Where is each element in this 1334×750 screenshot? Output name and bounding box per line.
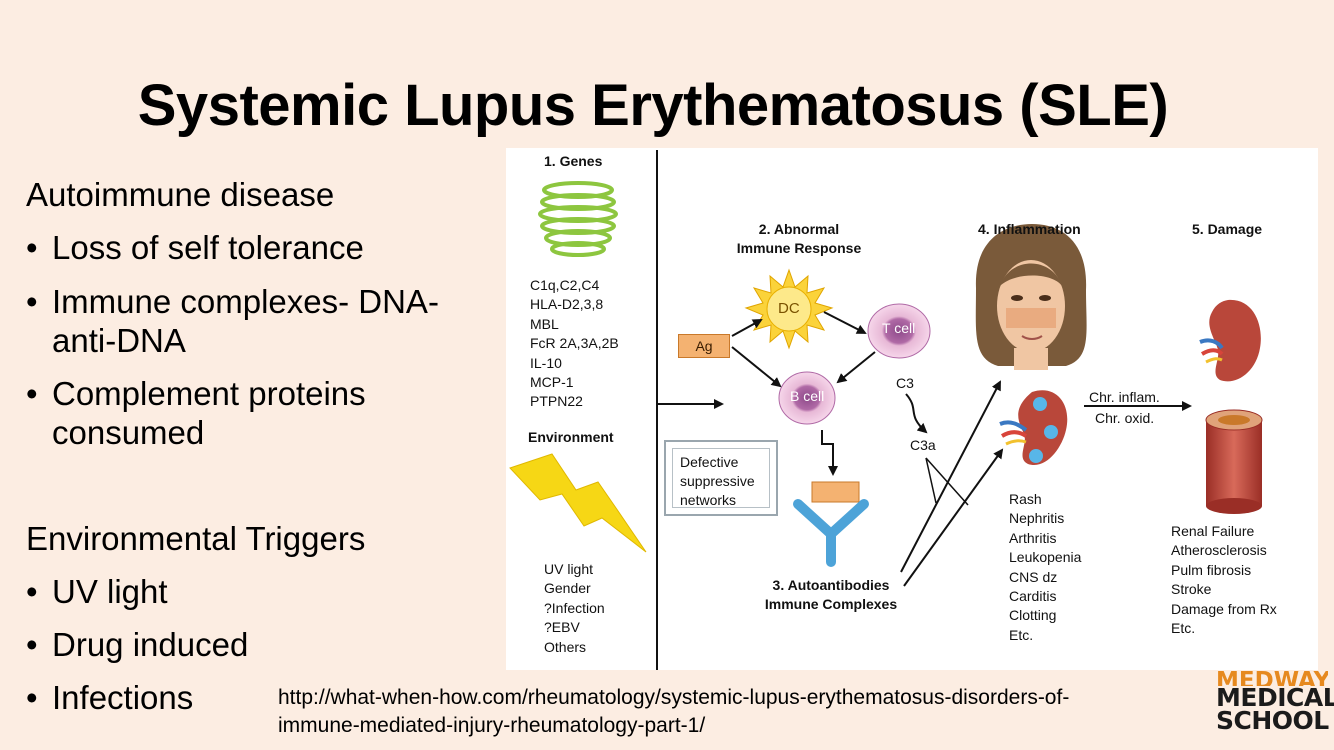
bullet-infections: •Infections (26, 679, 194, 716)
bullet-uv-light: •UV light (26, 573, 168, 610)
bullet-drug-induced: •Drug induced (26, 626, 249, 663)
inflammation-header: 4. Inflammation (978, 221, 1081, 237)
dc-label: DC (778, 300, 800, 317)
arrow-ag-to-dc (731, 319, 763, 337)
b-cell-label: B cell (790, 388, 825, 404)
damage-list: Renal Failure Atherosclerosis Pulm fibro… (1171, 523, 1277, 637)
b-cell-icon (778, 371, 836, 425)
t-cell-label: T cell (882, 320, 916, 336)
arrow-ag-to-bcell (731, 346, 782, 388)
environment-header: Environment (528, 429, 614, 445)
autoantibodies-label: 3. Autoantibodies Immune Complexes (764, 577, 898, 613)
diagram-graphics (509, 150, 1263, 670)
environmental-heading: Environmental Triggers (26, 520, 366, 557)
antibody-icon (793, 499, 869, 567)
immune-response-header: 2. Abnormal Immune Response (736, 221, 862, 257)
arrow-bcell-to-antibody (821, 430, 838, 476)
arrow-antibody-to-face (900, 380, 1001, 573)
lightning-icon (509, 453, 647, 553)
c3-label: C3 (896, 375, 914, 391)
genes-header: 1. Genes (544, 153, 603, 169)
chronic-inflam-label: Chr. inflam. (1089, 389, 1160, 405)
c3a-label: C3a (910, 437, 936, 453)
bullet-loss-of-tolerance: •Loss of self tolerance (26, 229, 364, 266)
inflamed-kidney-icon (999, 390, 1068, 466)
arrow-dc-to-tcell (823, 311, 867, 334)
gene-coil-icon (538, 181, 618, 257)
arrow-antibody-to-kidney (903, 448, 1004, 587)
damage-header: 5. Damage (1192, 221, 1263, 237)
arrow-tcell-to-bcell (836, 351, 876, 384)
slide-title: Systemic Lupus Erythematosus (SLE) (137, 73, 1169, 138)
environment-list: UV light Gender ?Infection ?EBV Others (544, 561, 605, 655)
inflammation-list: Rash Nephritis Arthritis Leukopenia CNS … (1009, 491, 1082, 643)
autoimmune-heading: Autoimmune disease (26, 176, 335, 213)
t-cell-icon (867, 303, 931, 359)
damaged-kidney-icon (1199, 299, 1261, 382)
sle-pathogenesis-diagram: 1. Genes C1q,C2,C4 HLA-D2,3,8 MBL FcR 2A… (506, 148, 1318, 670)
arrow-c3-to-c3a (905, 393, 928, 434)
bullet-immune-complexes: •Immune complexes- DNA-anti-DNA (26, 283, 439, 359)
chronic-oxid-label: Chr. oxid. (1095, 410, 1155, 426)
source-url[interactable]: http://what-when-how.com/rheumatology/sy… (278, 686, 1070, 737)
antigen-box: Ag (678, 334, 730, 358)
immune-complex-block (811, 481, 860, 503)
inflamed-face-icon (975, 224, 1087, 370)
blood-vessel-icon (1205, 409, 1263, 514)
genes-list: C1q,C2,C4 HLA-D2,3,8 MBL FcR 2A,3A,2B IL… (530, 277, 619, 410)
medway-logo: MEDWAY MEDICAL SCHOOL (1216, 670, 1334, 735)
dendritic-cell-icon (744, 268, 834, 350)
defective-networks-box: Defective suppressive networks (664, 440, 778, 516)
